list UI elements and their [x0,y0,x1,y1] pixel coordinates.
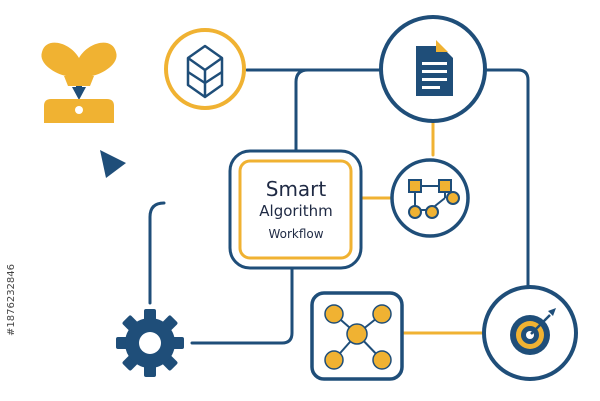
document-icon [416,40,453,96]
connector-gear-center [190,266,294,345]
cube-icon [186,44,224,99]
center-title-line3: Workflow [268,227,323,241]
target-node[interactable] [482,285,578,381]
center-node-inner [238,159,353,260]
flowchart-icon [408,179,460,219]
connector-document-target [484,68,530,290]
cube-node[interactable] [164,28,246,110]
brain-lightbulb-icon [41,42,117,123]
target-icon [510,308,556,355]
network-icon [324,304,392,370]
connectors [148,68,530,345]
connector-center-gear [148,201,166,305]
connector-center-document [294,68,310,152]
network-node[interactable] [310,291,404,381]
flowchart-node[interactable] [390,158,470,238]
center-title-line1: Smart [266,177,327,201]
center-node[interactable]: Smart Algorithm Workflow [228,149,363,270]
stock-id-watermark: #1876232846 [6,264,17,336]
center-title-line2: Algorithm [259,202,332,220]
cursor-arrow-icon [100,150,126,178]
gear-icon[interactable] [116,309,184,377]
document-node[interactable] [379,15,487,123]
